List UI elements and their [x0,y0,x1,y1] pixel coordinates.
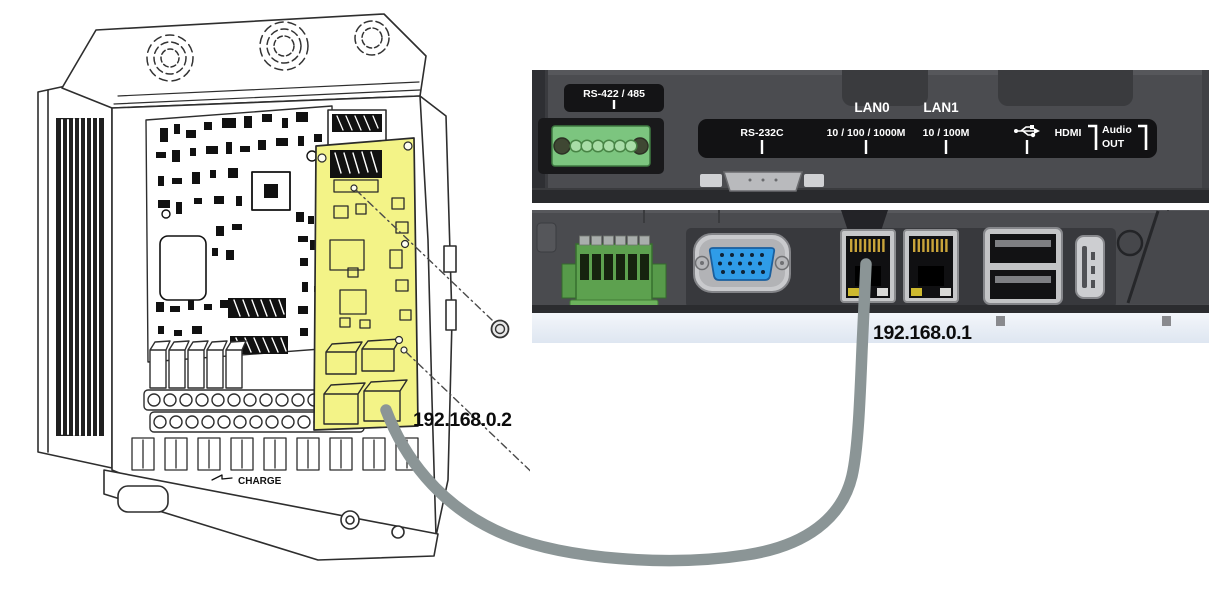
mounting-hook [445,299,457,331]
panel-notch [536,222,557,253]
relay-module [159,235,207,301]
rs422-label-box: RS-422 / 485 [564,84,664,112]
usb-ports [983,227,1063,305]
inverter-ip-label: 192.168.0.2 [413,409,512,431]
cpu-chip [251,171,291,211]
usb-icon [1014,125,1040,138]
lan1-speed-label: 10 / 100M [923,127,970,139]
port-label-strip: RS-232C 10 / 100 / 1000M 10 / 100M HDMI … [698,119,1157,158]
lan-led-white [877,288,888,296]
lan-led-white [940,288,951,296]
hdmi-label: HDMI [1055,127,1082,139]
hdmi-bracket [1088,124,1098,150]
rs232c-db9-connector [700,171,824,192]
lan1-port [903,229,959,303]
inverter-drawing: CHARGE [37,13,530,561]
hmi-rear-panel [532,210,1209,343]
screw-leader-line [355,189,530,472]
cooling-fan-grille [146,20,390,82]
lan0-name-label: LAN0 [854,100,889,115]
lan-led-yellow [848,288,859,296]
audio-out-label-line2: OUT [1102,138,1125,150]
charge-label: CHARGE [238,476,282,487]
audio-bracket [1138,124,1148,150]
hdmi-port [1075,235,1105,299]
chamfer-edge [1126,210,1160,304]
control-pcb [145,105,335,363]
hmi-port-label-panel: RS-422 / 485 LAN0 LAN1 RS-232C 10 / 100 … [532,70,1209,203]
audio-out-label-line1: Audio [1102,124,1132,136]
hmi-ip-label: 192.168.0.1 [873,322,972,344]
rs422-label: RS-422 / 485 [583,88,645,100]
mounting-screw [490,319,510,339]
ethernet-option-card [313,137,419,431]
panel-bump [841,210,888,234]
mounting-hook [443,245,457,273]
bezel-strip [532,313,1209,343]
card-rj45-jack [363,379,408,422]
lan0-speed-label: 10 / 100 / 1000M [827,127,906,139]
bottom-bracket [103,469,439,561]
vga-port [693,233,791,293]
rs232c-label: RS-232C [740,127,784,139]
top-fan-cover [61,13,427,109]
power-terminal-block [131,437,419,471]
tick-mark [612,100,616,109]
panel-recess [998,70,1133,106]
charge-indicator: CHARGE [211,474,282,487]
panel-recess [842,70,928,106]
panel-hole [1116,229,1144,257]
tick-marks [760,140,1029,154]
lan-led-yellow [911,288,922,296]
relay-row [149,340,247,389]
card-rj45-jack [323,382,366,425]
mount-tab [1162,316,1171,326]
mount-tab [996,316,1005,326]
lan1-name-label: LAN1 [923,100,959,115]
heatsink-fins [56,117,104,437]
rs422-terminal-block [538,118,664,174]
